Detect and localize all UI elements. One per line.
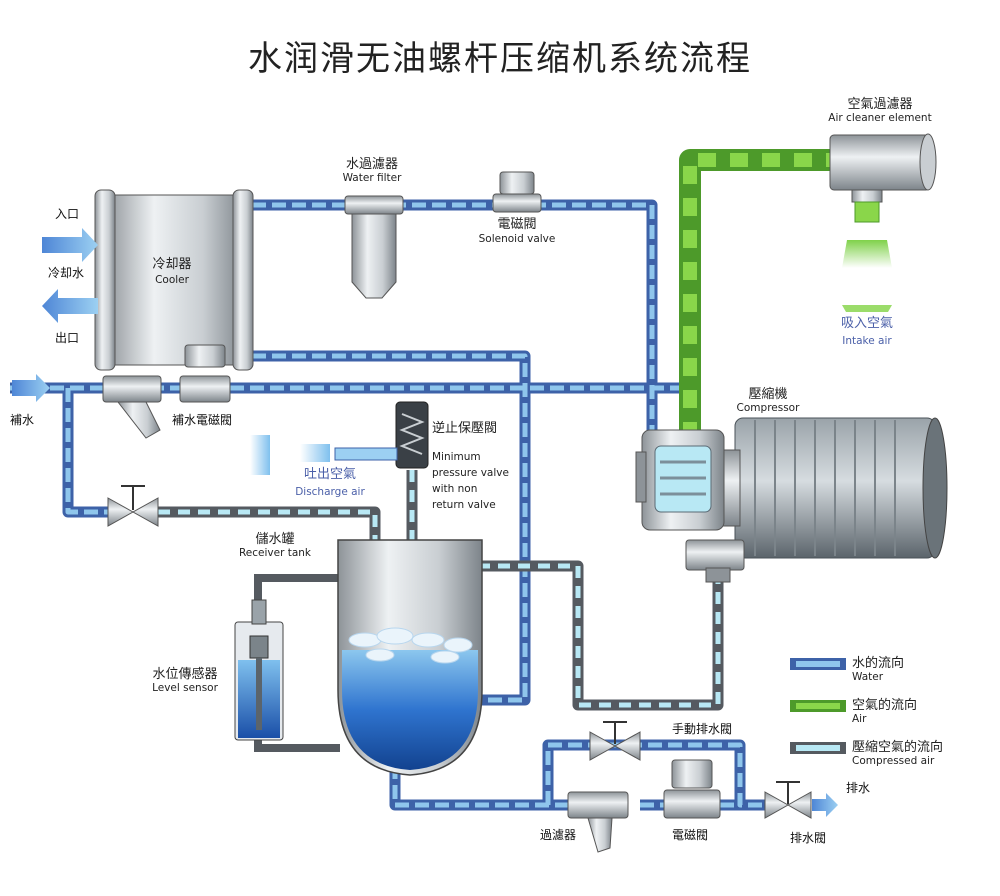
bottom-solenoid-label: 電磁閥 bbox=[672, 827, 708, 842]
legend-compressed-en: Compressed air bbox=[852, 755, 935, 767]
bottom-filter: 過濾器 bbox=[540, 791, 629, 853]
receiver-tank: 儲水罐 Receiver tank bbox=[239, 532, 483, 776]
mpv-label-en-3: with non bbox=[432, 483, 477, 495]
discharge-air: 吐出空氣 Discharge air bbox=[250, 435, 365, 498]
cooling-water-arrows: 入口 冷却水 出口 bbox=[42, 207, 98, 345]
outlet-label: 出口 bbox=[55, 331, 79, 345]
drain-label: 排水 bbox=[846, 781, 870, 795]
water-filter-label-en: Water filter bbox=[343, 172, 402, 184]
level-label-zh: 水位傳感器 bbox=[152, 666, 217, 682]
air-pipe bbox=[679, 149, 830, 440]
inlet-label: 入口 bbox=[55, 207, 79, 221]
makeup-solenoid-valve: 補水電磁閥 bbox=[172, 344, 232, 427]
legend-air: 空氣的流向 Air bbox=[790, 697, 917, 725]
mpv-label-en-4: return valve bbox=[432, 499, 496, 511]
level-sensor: 水位傳感器 Level sensor bbox=[152, 599, 284, 741]
makeup-arrow-icon bbox=[12, 374, 50, 402]
drain-arrow-icon bbox=[812, 793, 838, 817]
legend-water-en: Water bbox=[852, 671, 884, 683]
compressed-air-pipes bbox=[158, 470, 724, 711]
receiver-label-en: Receiver tank bbox=[239, 547, 312, 559]
cooler: 冷却器 Cooler bbox=[94, 189, 254, 371]
legend-air-zh: 空氣的流向 bbox=[852, 697, 917, 713]
compressor-label-en: Compressor bbox=[737, 402, 801, 414]
intake-label-en: Intake air bbox=[842, 335, 892, 347]
level-label-en: Level sensor bbox=[152, 682, 219, 694]
inlet-arrow-icon bbox=[42, 228, 98, 262]
makeup-strainer bbox=[102, 375, 162, 439]
receiver-label-zh: 儲水罐 bbox=[255, 532, 294, 547]
air-cleaner-label-en: Air cleaner element bbox=[828, 112, 931, 124]
manual-drain-label: 手動排水閥 bbox=[672, 722, 732, 736]
bottom-solenoid-valve: 電磁閥 bbox=[663, 759, 721, 842]
compressor: 壓縮機 Compressor bbox=[635, 386, 948, 583]
makeup-water-label: 補水 bbox=[10, 413, 34, 427]
bottom-filter-label: 過濾器 bbox=[540, 827, 576, 842]
left-valve bbox=[107, 485, 159, 527]
cooling-water-label: 冷却水 bbox=[48, 266, 84, 280]
intake-air-fade bbox=[842, 240, 892, 268]
solenoid-label-en: Solenoid valve bbox=[479, 233, 556, 245]
water-filter-label-zh: 水過濾器 bbox=[346, 157, 398, 172]
mpv-label-en-2: pressure valve bbox=[432, 467, 509, 479]
legend-compressed-zh: 壓縮空氣的流向 bbox=[852, 739, 943, 755]
compressor-label-zh: 壓縮機 bbox=[748, 386, 787, 402]
solenoid-valve-top: 電磁閥 Solenoid valve bbox=[479, 171, 556, 245]
legend-compressed: 壓縮空氣的流向 Compressed air bbox=[790, 739, 943, 767]
manual-drain-valve: 手動排水閥 bbox=[589, 721, 732, 761]
water-filter: 水過濾器 Water filter bbox=[343, 157, 404, 299]
intake-label-zh: 吸入空氣 bbox=[841, 316, 893, 331]
legend-water-zh: 水的流向 bbox=[852, 655, 904, 671]
solenoid-label-zh: 電磁閥 bbox=[497, 217, 536, 232]
legend: 水的流向 Water 空氣的流向 Air 壓縮空氣的流向 Compressed … bbox=[790, 655, 943, 767]
cooler-label-zh: 冷却器 bbox=[152, 257, 191, 272]
discharge-label-zh: 吐出空氣 bbox=[304, 467, 356, 482]
air-cleaner-label-zh: 空氣過濾器 bbox=[847, 97, 912, 112]
discharge-label-en: Discharge air bbox=[295, 486, 365, 498]
cooler-label-en: Cooler bbox=[155, 274, 190, 286]
legend-air-en: Air bbox=[852, 713, 867, 725]
drain-valve-label: 排水閥 bbox=[790, 831, 826, 845]
page-title: 水润滑无油螺杆压缩机系统流程 bbox=[248, 39, 752, 79]
outlet-arrow-icon bbox=[42, 289, 98, 323]
mpv-label-zh: 逆止保壓閥 bbox=[432, 420, 497, 436]
makeup-water: 補水 bbox=[10, 374, 50, 427]
drain-valve: 排水 排水閥 bbox=[764, 781, 870, 845]
mpv-label-en-1: Minimum bbox=[432, 451, 481, 463]
minimum-pressure-valve: 逆止保壓閥 Minimum pressure valve with non re… bbox=[334, 401, 509, 511]
makeup-solenoid-label: 補水電磁閥 bbox=[172, 412, 232, 427]
air-cleaner: 空氣過濾器 Air cleaner element 吸入空氣 Intake ai… bbox=[828, 97, 937, 347]
legend-water: 水的流向 Water bbox=[790, 655, 904, 683]
